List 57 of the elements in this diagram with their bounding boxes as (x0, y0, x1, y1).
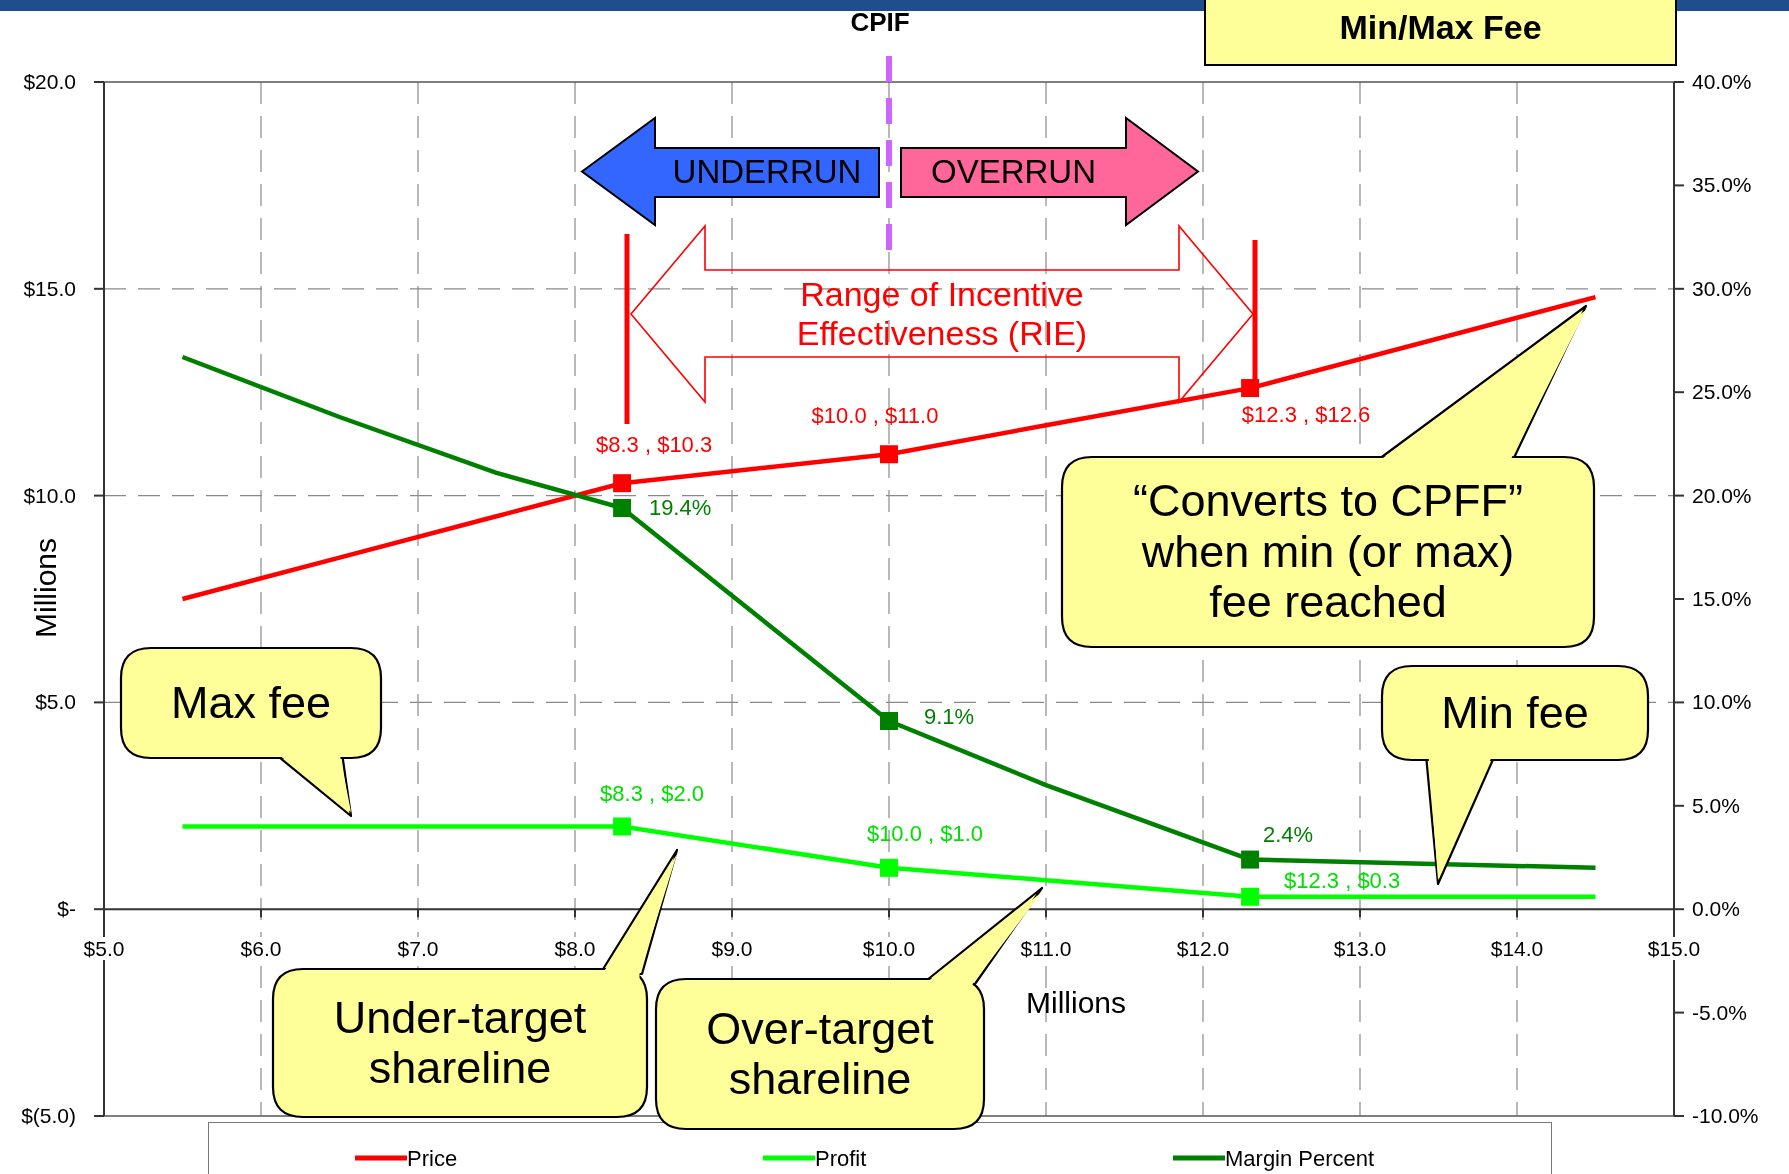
axis-tick-label: $10.0 (860, 937, 918, 960)
axis-tick-label: $14.0 (1488, 937, 1546, 960)
axis-title: Millions (31, 538, 61, 638)
double-arrow-shape (631, 226, 1253, 402)
data-label: $10.0 , $1.0 (866, 822, 984, 845)
axis-tick-label: $5.0 (35, 691, 76, 713)
axis-tick-label: $6.0 (238, 937, 284, 960)
data-label: 2.4% (1263, 823, 1314, 846)
axis-tick-label: $7.0 (395, 937, 441, 960)
axis-tick-label: 10.0% (1692, 691, 1752, 713)
speech-callout (120, 647, 382, 816)
data-label: $12.3 , $12.6 (1241, 404, 1371, 427)
legend-label: Margin Percent (1225, 1148, 1375, 1170)
axis-tick-label: $9.0 (709, 937, 755, 960)
axis-tick-label: -10.0% (1692, 1105, 1759, 1126)
axis-tick-label: $8.0 (552, 937, 598, 960)
title-box (1204, 0, 1677, 66)
axis-tick-label: $13.0 (1331, 937, 1389, 960)
shape-text: Max fee (169, 677, 333, 729)
axis-tick-label: $10.0 (23, 484, 76, 506)
axis-tick-label: $- (57, 898, 76, 920)
axis-title: Millions (1026, 988, 1126, 1018)
axis-tick-label: 30.0% (1692, 277, 1752, 299)
axis-tick-label: 15.0% (1692, 588, 1752, 609)
axis-tick-label: 20.0% (1692, 484, 1752, 506)
data-label: 9.1% (923, 706, 975, 728)
data-label: 19.4% (648, 497, 712, 519)
axis-tick-label: 0.0% (1692, 898, 1740, 920)
chart-label: CPIF (850, 9, 910, 35)
axis-tick-label: 25.0% (1692, 381, 1752, 403)
left-arrow-shape (582, 118, 879, 225)
axis-tick-label: $11.0 (1018, 937, 1074, 960)
legend-label: Profit (815, 1148, 867, 1170)
axis-tick-label: 40.0% (1692, 71, 1752, 92)
data-label: $10.0 , $11.0 (811, 405, 939, 428)
axis-tick-label: $15.0 (23, 277, 76, 299)
axis-tick-label: $5.0 (81, 937, 127, 960)
axis-tick-label: $15.0 (1645, 937, 1703, 960)
shape-text: UNDERRUN (671, 154, 863, 191)
right-arrow-shape (901, 118, 1198, 225)
shape-text: Range of Incentive Effectiveness (RIE) (795, 275, 1089, 352)
legend-label: Price (407, 1148, 458, 1170)
axis-tick-label: $(5.0) (21, 1105, 76, 1126)
axis-tick-label: $12.0 (1174, 937, 1232, 960)
data-label: $12.3 , $0.3 (1284, 869, 1401, 892)
shape-text: Under-target shareline (332, 992, 588, 1094)
shape-text: OVERRUN (930, 154, 1097, 191)
data-label: $8.3 , $2.0 (600, 783, 705, 806)
shape-text: Min/Max Fee (1338, 7, 1543, 47)
data-label: $8.3 , $10.3 (596, 434, 713, 457)
axis-tick-label: $20.0 (23, 71, 76, 92)
axis-tick-label: 35.0% (1692, 174, 1752, 196)
axis-tick-label: -5.0% (1692, 1001, 1747, 1023)
shape-text: Over-target shareline (705, 1003, 935, 1105)
axis-tick-label: 5.0% (1692, 794, 1740, 816)
shape-text: “Converts to CPFF” when min (or max) fee reached (1131, 476, 1525, 628)
shape-text: Min fee (1440, 687, 1590, 739)
